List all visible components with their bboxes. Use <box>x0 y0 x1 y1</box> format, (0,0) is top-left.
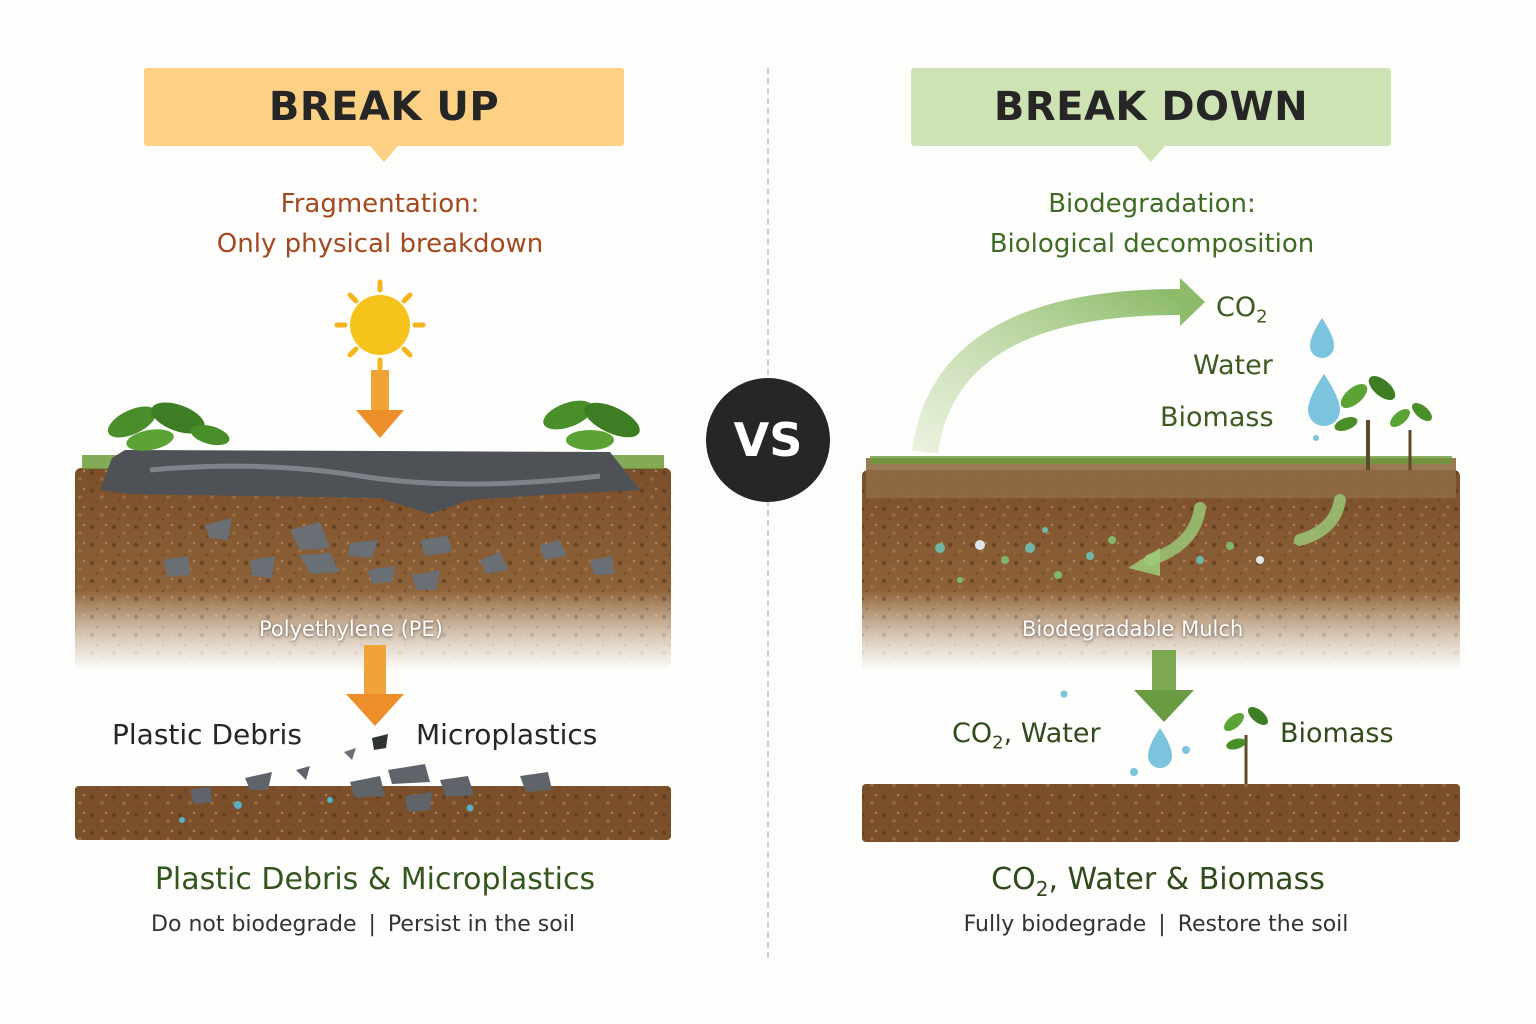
biodegradation-subtitle: Biodegradation: Biological decomposition <box>892 184 1412 264</box>
restored-soil-layer <box>862 784 1460 842</box>
debris-soil-layer <box>75 786 671 840</box>
curved-arrow-icon <box>912 278 1205 454</box>
result-co2-subscript: 2 <box>1035 877 1049 901</box>
microplastics-label: Microplastics <box>416 718 598 751</box>
biodegradation-line2: Biological decomposition <box>989 229 1315 259</box>
break-down-banner: BREAK DOWN <box>911 68 1391 162</box>
bottom-co2-base: CO <box>952 718 993 749</box>
bottom-co2-water-label: CO2, Water <box>952 718 1101 753</box>
right-result-subtitle: Fully biodegrade | Restore the soil <box>836 912 1476 937</box>
center-divider <box>767 68 769 958</box>
left-result-title: Plastic Debris & Microplastics <box>154 862 596 897</box>
result-co2-base: CO <box>991 862 1036 897</box>
bottom-biomass-label: Biomass <box>1280 718 1394 749</box>
arrow-down-icon <box>346 645 404 726</box>
output-co2-label: CO2 <box>1216 292 1268 327</box>
pe-label: Polyethylene (PE) <box>259 617 443 641</box>
result-rest: , Water & Biomass <box>1048 862 1325 897</box>
break-up-title: BREAK UP <box>268 84 500 130</box>
break-up-banner: BREAK UP <box>144 68 624 162</box>
grass-right <box>870 456 1452 464</box>
plastic-debris-label: Plastic Debris <box>112 718 302 751</box>
fragmentation-line1: Fragmentation: <box>280 189 480 219</box>
output-co2-subscript: 2 <box>1256 306 1268 328</box>
mulch-label: Biodegradable Mulch <box>1022 617 1244 641</box>
plant-icon <box>1334 376 1432 470</box>
output-biomass-label: Biomass <box>1160 402 1274 433</box>
fragmentation-subtitle: Fragmentation: Only physical breakdown <box>120 184 640 264</box>
separator: | <box>368 912 376 937</box>
arrow-down-icon <box>356 370 404 438</box>
left-result-sub-a: Do not biodegrade <box>151 912 357 937</box>
break-down-title: BREAK DOWN <box>993 84 1309 130</box>
mulch-fragments <box>935 527 1264 583</box>
right-result-sub-a: Fully biodegrade <box>963 912 1147 937</box>
plant-icon <box>107 402 230 451</box>
mulch-soil-block <box>862 458 1460 672</box>
right-result-title: CO2, Water & Biomass <box>848 862 1468 901</box>
output-water-label: Water <box>1193 350 1273 381</box>
left-result-sub-b: Persist in the soil <box>387 912 575 937</box>
separator: | <box>1158 912 1166 937</box>
bottom-co2-subscript: 2 <box>992 732 1004 754</box>
output-co2-base: CO <box>1216 292 1257 323</box>
sun-icon <box>334 279 426 371</box>
biodegradation-line1: Biodegradation: <box>1048 189 1256 219</box>
plant-icon <box>543 400 640 450</box>
fragmentation-line2: Only physical breakdown <box>216 229 544 259</box>
pe-soil-block <box>75 468 671 672</box>
microplastics-layer <box>179 764 552 823</box>
right-result-sub-b: Restore the soil <box>1177 912 1349 937</box>
bottom-co2-rest: , Water <box>1003 718 1101 749</box>
left-result-subtitle: Do not biodegrade | Persist in the soil <box>43 912 683 937</box>
vs-badge: VS <box>706 378 830 502</box>
plastic-fragments-upper <box>163 518 614 590</box>
vs-label: VS <box>733 413 803 467</box>
arrow-down-icon <box>1134 650 1194 722</box>
water-drop-icon <box>1060 318 1340 776</box>
